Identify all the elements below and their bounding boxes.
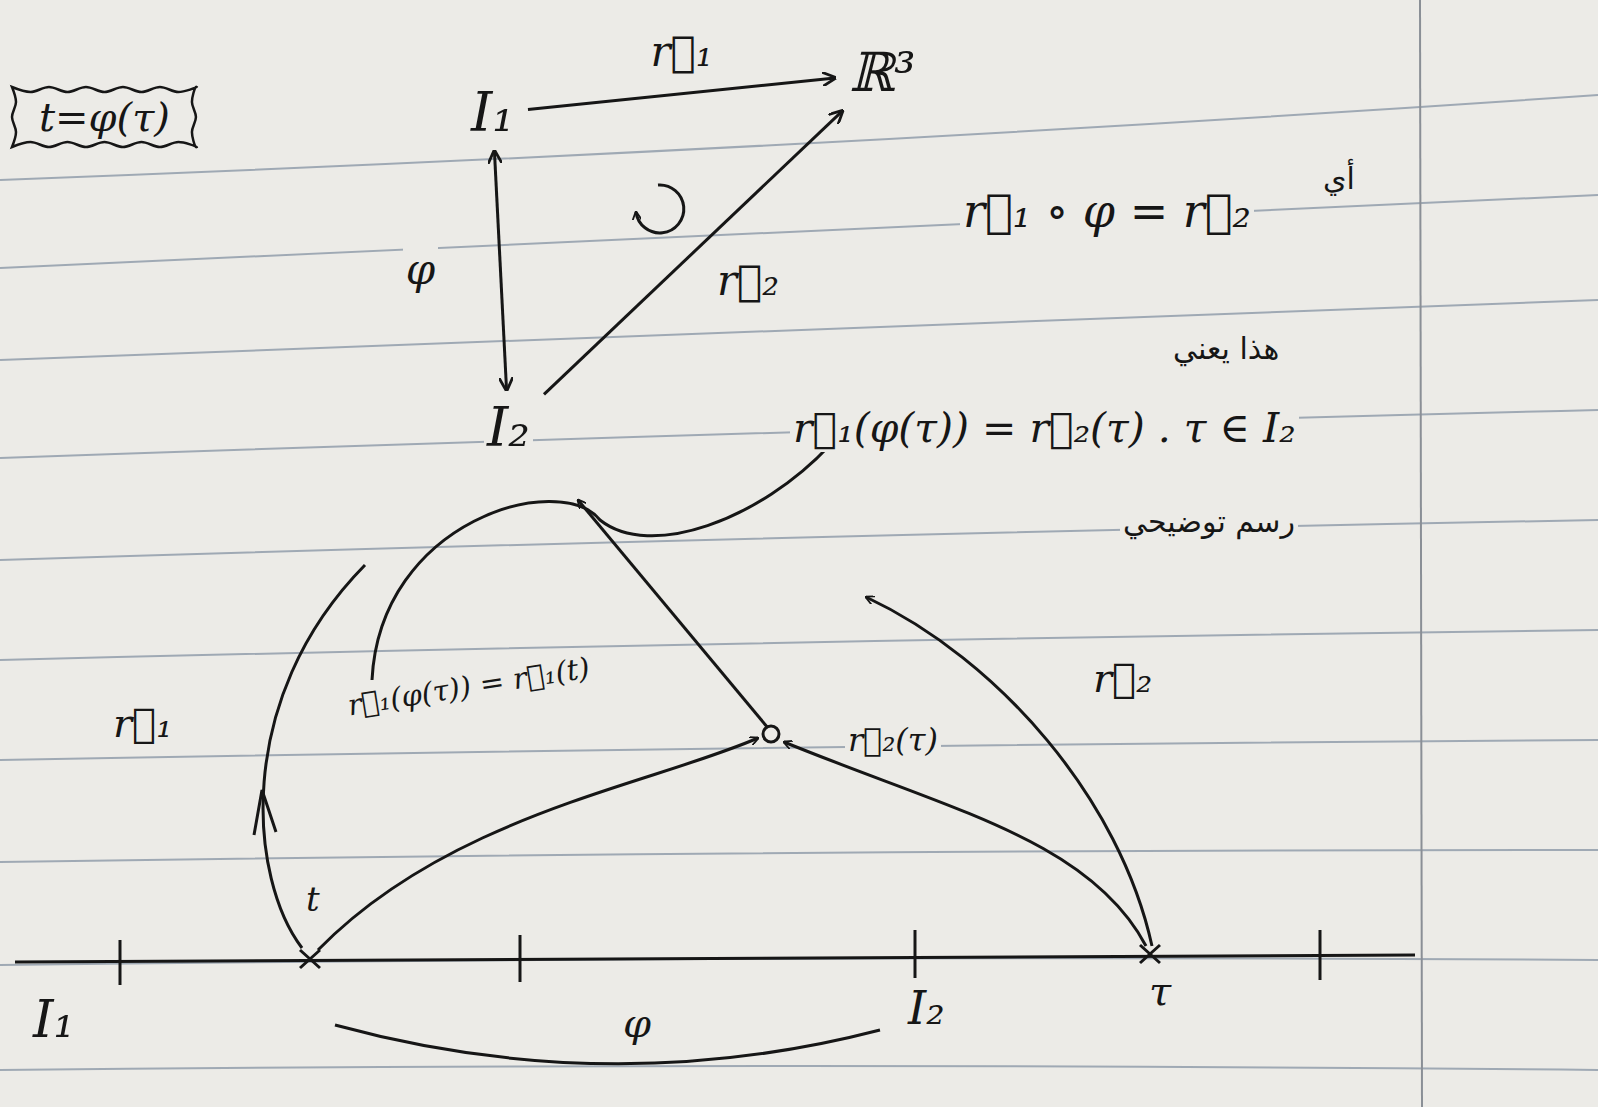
circular-arrow <box>636 185 684 233</box>
set-symbol: I₂ <box>478 395 539 461</box>
node-text: t=φ(τ) <box>36 94 173 140</box>
set-symbol: I₁ <box>462 80 523 146</box>
mapping-arrow <box>544 111 842 394</box>
arabic-note: أي <box>1320 162 1358 197</box>
math-label: r⃗₁(φ(τ)) = r⃗₁(t) <box>342 651 595 723</box>
math-label: φ <box>620 1000 654 1046</box>
set-symbol: ℝ³ <box>840 40 925 106</box>
edge-label: r⃗₂ <box>714 257 782 305</box>
math-label: r⃗₂(τ) <box>845 722 941 759</box>
ruled-lines <box>0 95 1598 1070</box>
mapping-arrow <box>528 78 835 110</box>
math-label: t <box>303 880 323 919</box>
node-text: I₂ <box>484 397 533 459</box>
wavy-border <box>12 87 197 147</box>
math-label: r⃗₁(φ(τ)) = r⃗₂(τ) . τ ∈ I₂ <box>790 405 1299 452</box>
number-line <box>15 930 1415 1064</box>
edge-label: r⃗₁ <box>647 28 715 76</box>
math-label: r⃗₁ <box>110 700 175 746</box>
math-label: I₁ <box>30 990 77 1050</box>
arabic-note: رسم توضيحي <box>1120 505 1298 540</box>
arabic-note: هذا يعني <box>1170 332 1282 367</box>
curves <box>254 445 1152 950</box>
math-label: τ <box>1146 968 1174 1014</box>
node-text: ℝ³ <box>846 42 919 104</box>
math-label: r⃗₂ <box>1090 655 1155 701</box>
margin-line <box>1420 0 1422 1107</box>
node-text: I₁ <box>468 82 517 144</box>
wavy-box: t=φ(τ) <box>8 82 201 152</box>
mapping-arrow <box>494 151 506 390</box>
math-label: r⃗₁ ∘ φ = r⃗₂ <box>960 185 1254 238</box>
edge-label: φ <box>403 246 438 294</box>
math-label: I₂ <box>905 982 948 1035</box>
